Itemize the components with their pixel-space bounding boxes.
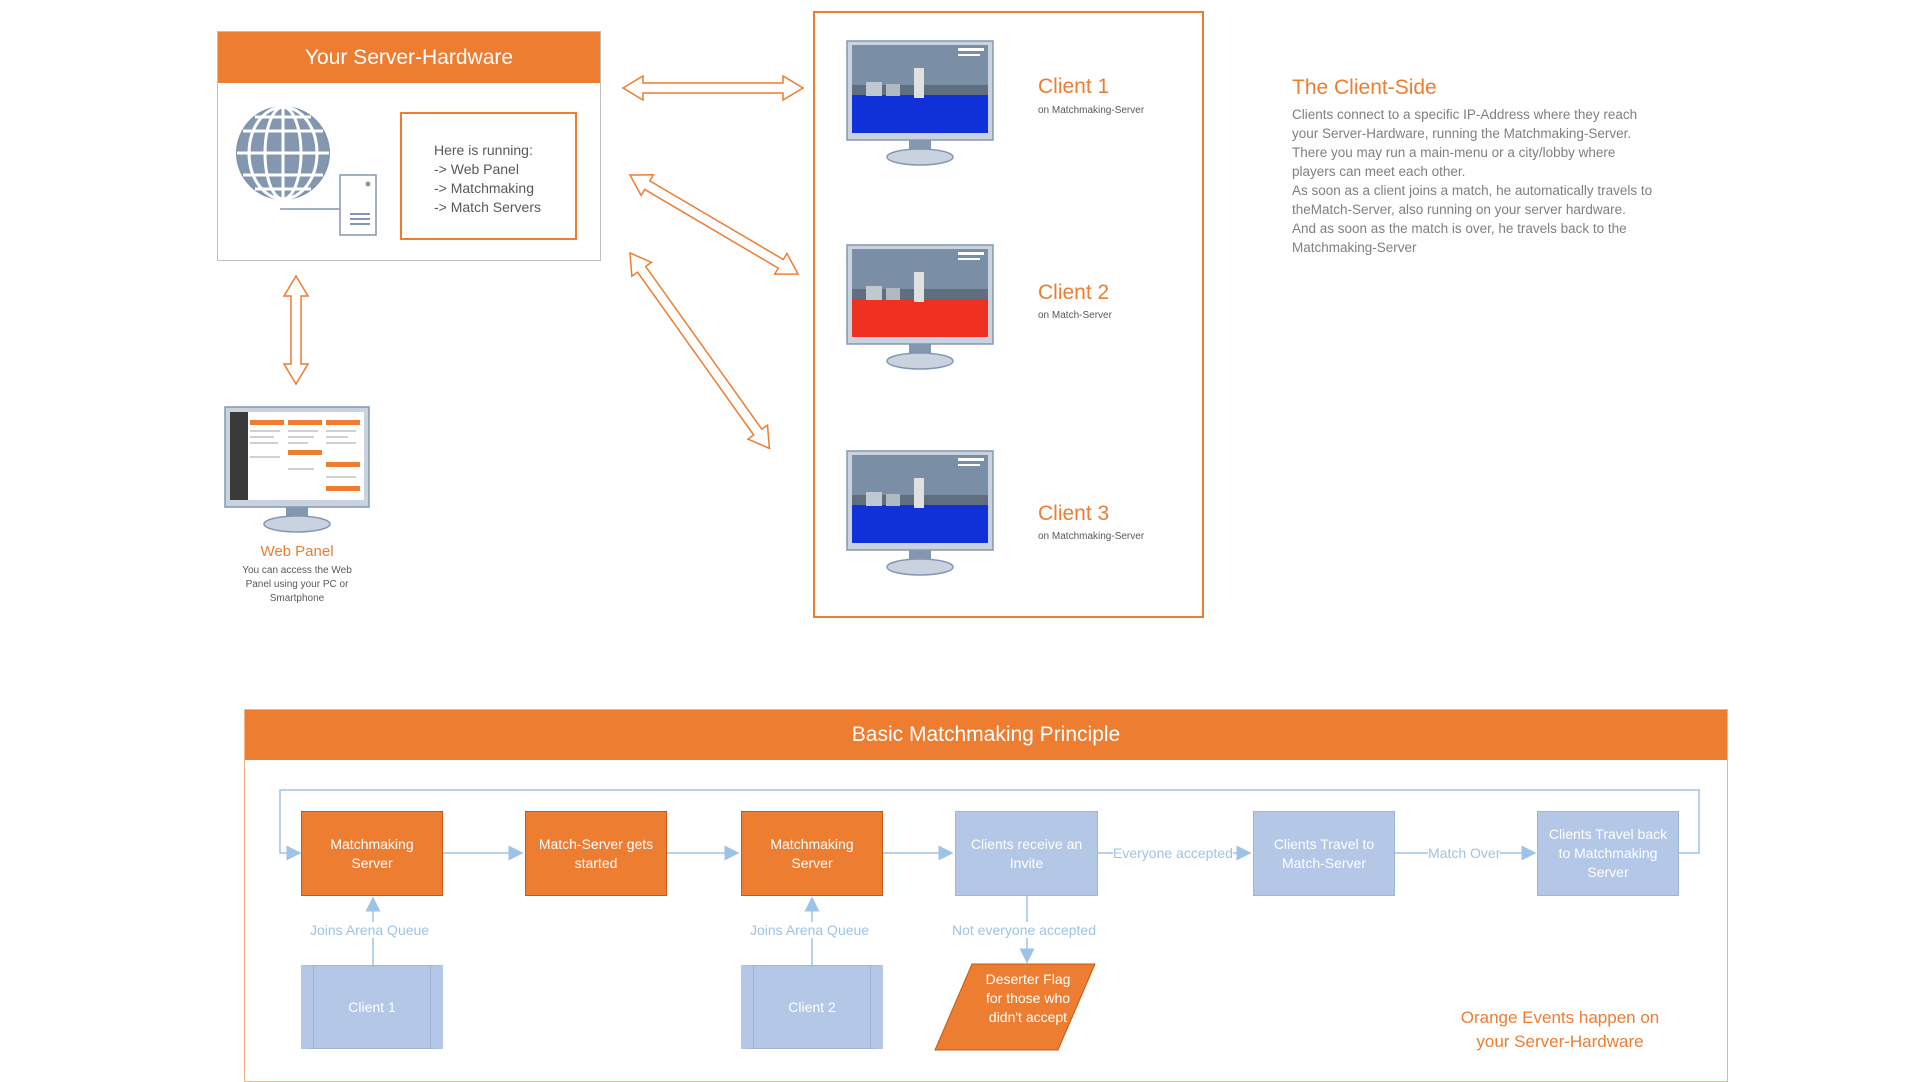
web-panel-description: You can access the Web Panel using your … [242, 565, 352, 604]
client3-subtitle: on Matchmaking-Server [1038, 531, 1145, 542]
client1-title: Client 1 [1038, 75, 1110, 98]
arrow-server-client3 [629, 251, 771, 450]
flow-client-2: Client 2 [741, 965, 883, 1049]
flow-clients-receive-invite: Clients receive an Invite [955, 811, 1098, 896]
client-side-title: The Client-Side [1292, 76, 1437, 99]
flow-deserter-flag: Deserter Flag for those who didn't accep… [985, 971, 1071, 1025]
client-side-description: Clients connect to a specific IP-Address… [1292, 105, 1712, 257]
orange-events-note: Orange Events happen on your Server-Hard… [1460, 1008, 1660, 1051]
principle-panel: Basic Matchmaking Principle [244, 709, 1728, 1082]
running-item-matchmaking: -> Matchmaking [434, 180, 534, 196]
client3-floor [852, 505, 988, 543]
label-everyone-accepted: Everyone accepted [1113, 845, 1233, 861]
clients-panel [813, 11, 1204, 618]
client1-subtitle: on Matchmaking-Server [1038, 105, 1145, 116]
client3-monitor-icon [846, 450, 994, 576]
arrow-server-client2 [628, 174, 800, 275]
flow-match-server-started: Match-Server gets started [525, 811, 667, 896]
client-side-line: As soon as a client joins a match, he au… [1292, 183, 1653, 198]
client-side-line: Matchmaking-Server [1292, 240, 1417, 255]
running-heading: Here is running: [434, 142, 533, 158]
client1-floor [852, 95, 988, 133]
flow-matchmaking-server-2: Matchmaking Server [741, 811, 883, 896]
client-side-line: players can meet each other. [1292, 164, 1466, 179]
client-side-line: Clients connect to a specific IP-Address… [1292, 107, 1638, 122]
arrow-server-webpanel [282, 274, 310, 386]
web-panel-title: Web Panel [260, 543, 334, 560]
client2-monitor-icon [846, 244, 994, 370]
flow-clients-travel-back: Clients Travel back to Matchmaking Serve… [1537, 811, 1679, 896]
server-hardware-panel: Your Server-Hardware [217, 31, 601, 261]
globe-icon [236, 105, 330, 201]
web-panel-monitor-icon [224, 406, 370, 533]
client-side-line: There you may run a main-menu or a city/… [1292, 145, 1616, 160]
client-side-line: theMatch-Server, also running on your se… [1292, 202, 1626, 217]
running-item-match-servers: -> Match Servers [434, 199, 541, 215]
flow-matchmaking-server-1: Matchmaking Server [301, 811, 443, 896]
arrow-server-client1 [621, 74, 805, 102]
client-side-line: your Server-Hardware, running the Matchm… [1292, 126, 1632, 141]
label-joins-arena-queue-2: Joins Arena Queue [750, 922, 870, 938]
flow-clients-travel-to-match: Clients Travel to Match-Server [1253, 811, 1395, 896]
client-side-line: And as soon as the match is over, he tra… [1292, 221, 1627, 236]
client1-monitor-icon [846, 40, 994, 166]
client2-title: Client 2 [1038, 281, 1110, 304]
flow-client-1: Client 1 [301, 965, 443, 1049]
running-item-web-panel: -> Web Panel [434, 161, 519, 177]
client2-subtitle: on Match-Server [1038, 310, 1112, 321]
running-services-box: Here is running: -> Web Panel -> Matchma… [400, 112, 577, 240]
label-not-everyone-accepted: Not everyone accepted [952, 922, 1096, 938]
client2-floor [852, 299, 988, 337]
client3-title: Client 3 [1038, 502, 1110, 525]
server-hardware-title: Your Server-Hardware [218, 32, 600, 83]
principle-title: Basic Matchmaking Principle [245, 710, 1727, 760]
server-tower-icon [280, 174, 377, 236]
label-joins-arena-queue-1: Joins Arena Queue [310, 922, 430, 938]
label-match-over: Match Over [1428, 845, 1501, 861]
flow-deserter-shape [934, 963, 1096, 1051]
